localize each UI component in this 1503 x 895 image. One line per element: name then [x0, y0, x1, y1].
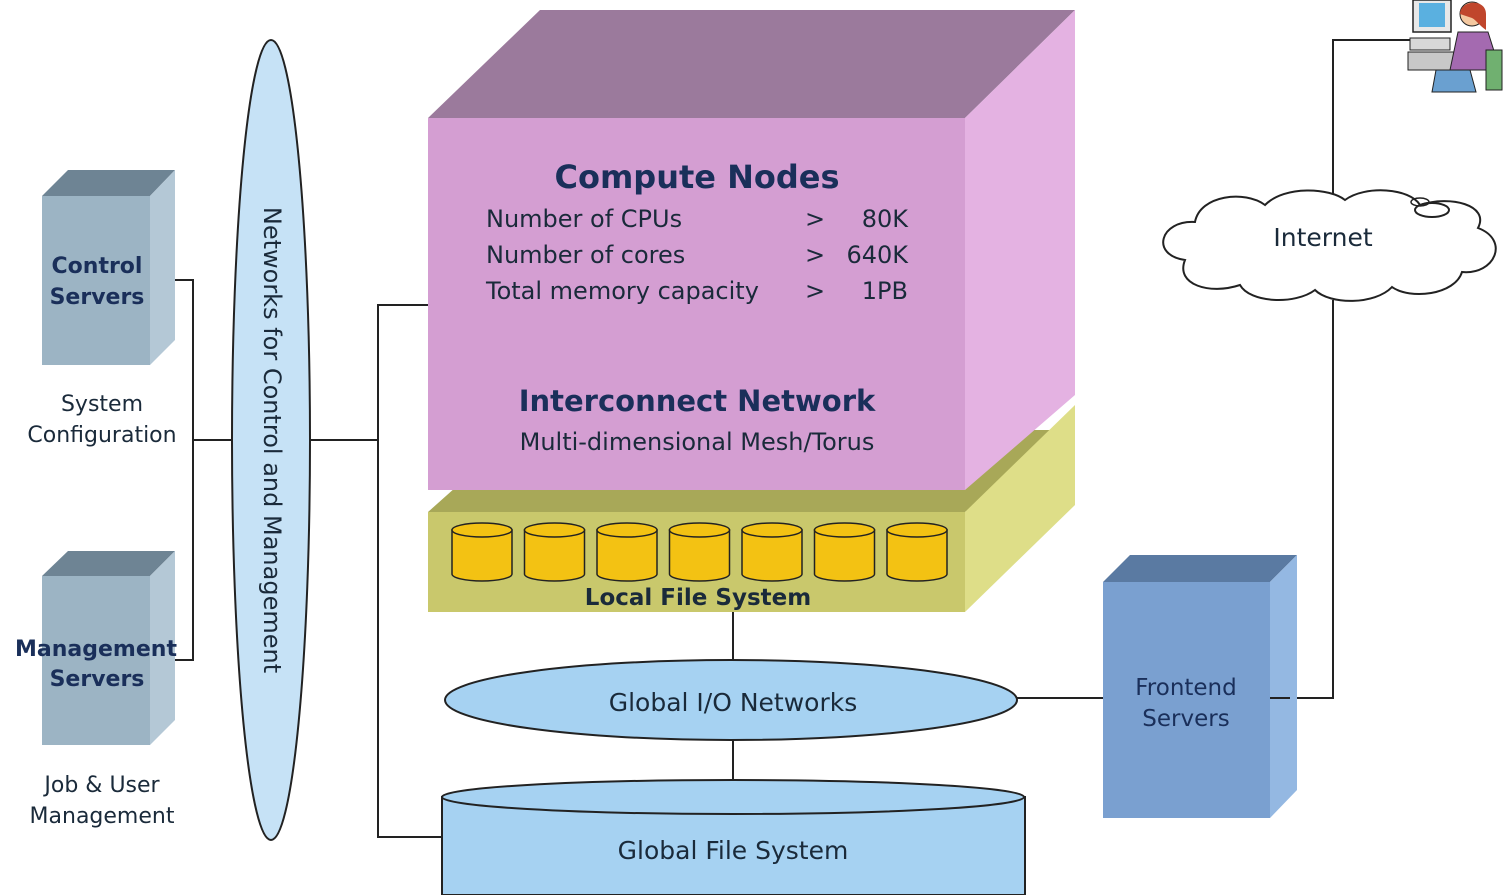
control-servers-front	[42, 196, 150, 365]
disk-top	[668, 522, 731, 538]
keyboard	[1409, 37, 1451, 51]
frontend-top	[1103, 555, 1297, 582]
local-fs-label: Local File System	[585, 585, 811, 611]
compute-row-op: >	[805, 241, 825, 269]
compute-nodes-front	[428, 118, 965, 490]
internet-label: Internet	[1273, 223, 1372, 252]
compute-row-label: Number of cores	[486, 241, 685, 269]
frontend-front	[1103, 582, 1270, 818]
frontend-servers-box: Frontend Servers	[1103, 555, 1297, 818]
connector-bus	[377, 304, 442, 838]
disk-icon	[596, 522, 658, 582]
control-servers-top	[42, 170, 175, 196]
disk-icon	[451, 522, 513, 582]
global-io-ellipse	[444, 659, 1018, 741]
frontend-label-line1: Frontend	[1135, 675, 1237, 701]
management-servers-caption-line2: Management	[30, 804, 175, 829]
disk-top	[886, 522, 948, 538]
disk-body	[596, 529, 658, 582]
management-servers-side	[150, 551, 175, 745]
disk-top	[813, 522, 876, 538]
disk-icon	[523, 522, 586, 582]
management-servers-label-line1: Management	[15, 637, 177, 662]
compute-row-label: Total memory capacity	[485, 277, 759, 305]
management-servers-top	[42, 551, 175, 576]
monitor-screen	[1419, 3, 1445, 27]
user-legs	[1431, 69, 1477, 93]
compute-row-value: 640K	[846, 241, 909, 269]
compute-row-op: >	[805, 205, 825, 233]
local-fs-disks	[451, 522, 948, 582]
internet-cloud-puff	[1414, 202, 1450, 218]
disk-icon	[813, 522, 876, 582]
control-servers-label-line1: Control	[52, 254, 143, 279]
compute-row-op: >	[805, 277, 825, 305]
compute-nodes-side	[965, 10, 1075, 490]
interconnect-title: Interconnect Network	[519, 384, 876, 418]
disk-icon	[886, 522, 948, 582]
global-file-system-cylinder: Global File System	[441, 779, 1026, 895]
control-network-ellipse	[231, 39, 311, 841]
disk-body	[886, 529, 948, 582]
control-servers-label-line2: Servers	[50, 285, 145, 310]
interconnect-subtitle: Multi-dimensional Mesh/Torus	[520, 428, 875, 456]
control-servers-caption-line1: System	[61, 392, 143, 417]
control-network-label: Networks for Control and Management	[258, 207, 286, 673]
global-fs-label: Global File System	[618, 836, 849, 865]
disk-body	[813, 529, 876, 582]
disk-top	[451, 522, 513, 538]
management-servers-label-line2: Servers	[50, 667, 145, 692]
control-servers-box: Control Servers	[42, 170, 175, 365]
chair	[1485, 49, 1503, 91]
management-servers-front	[42, 576, 150, 745]
disk-body	[668, 529, 731, 582]
connector-lines	[160, 39, 1413, 838]
user-hair	[1460, 2, 1486, 30]
frontend-label-line2: Servers	[1142, 706, 1229, 732]
internet-cloud: Internet	[1162, 189, 1497, 302]
internet-cloud-shape	[1162, 189, 1497, 302]
disk-top	[523, 522, 586, 538]
disk-icon	[668, 522, 731, 582]
frontend-side	[1270, 555, 1297, 818]
management-servers-caption-line1: Job & User	[42, 773, 160, 798]
disk-body	[523, 529, 586, 582]
user-computer-icon	[1407, 0, 1503, 93]
compute-nodes-top	[428, 10, 1075, 118]
management-servers-box: Management Servers	[15, 551, 177, 745]
internet-cloud-puff	[1410, 197, 1430, 207]
compute-row-value: 1PB	[862, 277, 908, 305]
connector-internet-to-user	[1332, 39, 1413, 200]
disk-icon	[741, 522, 803, 582]
disk-body	[451, 529, 513, 582]
compute-nodes-block: Compute Nodes Number of CPUs > 80K Numbe…	[428, 10, 1075, 490]
connector-control-servers	[160, 279, 194, 661]
global-io-label: Global I/O Networks	[609, 688, 858, 717]
compute-row-label: Number of CPUs	[486, 205, 682, 233]
compute-nodes-title: Compute Nodes	[554, 158, 839, 196]
connector-frontend-to-internet	[1285, 300, 1334, 699]
control-servers-side	[150, 170, 175, 365]
compute-row-value: 80K	[862, 205, 910, 233]
global-fs-top	[441, 779, 1025, 815]
local-fs-side	[965, 405, 1075, 612]
control-servers-caption-line2: Configuration	[27, 423, 176, 448]
disk-top	[596, 522, 658, 538]
disk-body	[741, 529, 803, 582]
disk-top	[741, 522, 803, 538]
